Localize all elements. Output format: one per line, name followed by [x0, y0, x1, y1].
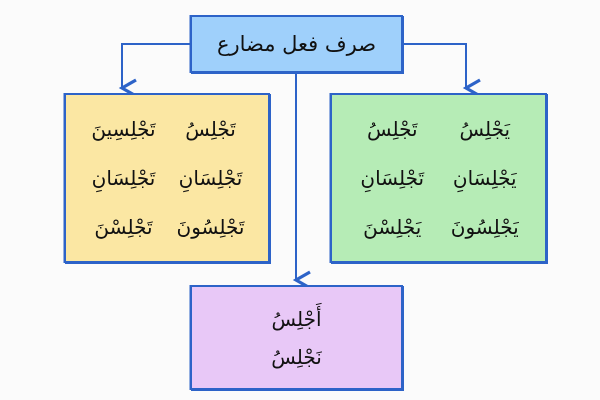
verb-item: نَجْلِسُ [271, 344, 322, 369]
verb-item: يَجْلِسْنَ [363, 214, 422, 239]
left-verb-box: تَجْلِسُ تَجْلِسِينَ تَجْلِسَانِ تَجْلِس… [64, 93, 270, 263]
arrow-to-right-box-icon [403, 43, 481, 98]
verb-item: تَجْلِسُ [366, 117, 418, 142]
arrow-to-left-box-icon [118, 43, 190, 98]
right-verb-grid: يَجْلِسُ تَجْلِسُ يَجْلِسَانِ تَجْلِسَان… [332, 95, 545, 261]
verb-item: تَجْلِسَانِ [360, 165, 425, 190]
title-text: صرف فعل مضارع [216, 32, 377, 56]
verb-item: تَجْلِسُ [185, 117, 236, 142]
verb-item: يَجْلِسُ [459, 117, 511, 142]
verb-item: تَجْلِسْنَ [94, 214, 153, 239]
verb-item: يَجْلِسَانِ [452, 165, 517, 190]
left-verb-grid: تَجْلِسُ تَجْلِسِينَ تَجْلِسَانِ تَجْلِس… [66, 95, 268, 261]
verb-item: تَجْلِسَانِ [91, 165, 156, 190]
verb-item: تَجْلِسُونَ [176, 214, 245, 239]
right-verb-box: يَجْلِسُ تَجْلِسُ يَجْلِسَانِ تَجْلِسَان… [330, 93, 547, 263]
verb-item: يَجْلِسُونَ [450, 214, 519, 239]
bottom-verb-box: أَجْلِسُ نَجْلِسُ [190, 285, 403, 390]
verb-item: أَجْلِسُ [271, 306, 322, 331]
title-box: صرف فعل مضارع [190, 15, 403, 73]
verb-item: تَجْلِسَانِ [178, 165, 243, 190]
verb-item: تَجْلِسِينَ [91, 117, 156, 142]
